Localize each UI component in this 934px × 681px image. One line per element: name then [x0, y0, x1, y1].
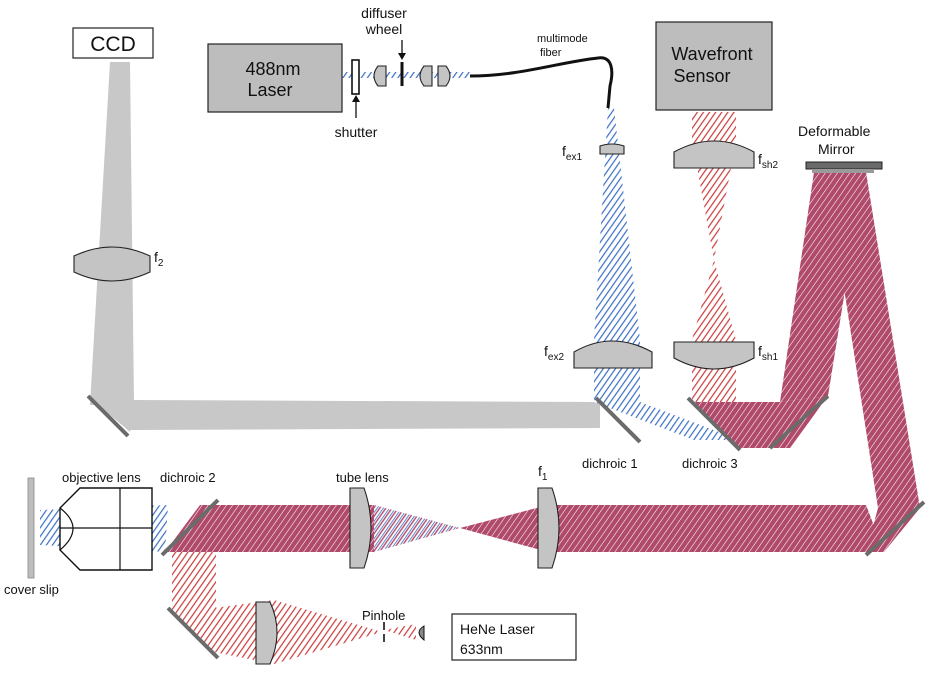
f2-label: f2 — [154, 249, 164, 269]
objective-lens-label: objective lens — [62, 470, 141, 485]
fsh1-label: fsh1 — [758, 343, 778, 363]
dichroic-2-label: dichroic 2 — [160, 470, 216, 485]
multimode-label-1: multimode — [537, 33, 588, 45]
lens-hene — [255, 601, 278, 665]
dichroic-3-mirror — [686, 396, 742, 452]
laser-488: 488nm Laser — [207, 43, 343, 113]
fex1-label: fex1 — [562, 143, 582, 163]
excitation-beam-blue — [340, 72, 740, 440]
cover-slip-label: cover slip — [4, 582, 59, 597]
laser-488-label-1: 488nm — [245, 59, 300, 79]
lens-f1 — [537, 487, 560, 569]
multimode-label-2: fiber — [540, 47, 562, 59]
fex2-label: fex2 — [544, 343, 564, 363]
dichroic-1-label: dichroic 1 — [582, 456, 638, 471]
diffuser-wheel — [398, 40, 406, 86]
pinhole — [383, 622, 425, 644]
fold-mirror-imaging — [86, 394, 130, 438]
lens-fex1 — [599, 143, 625, 155]
multimode-fiber — [469, 56, 614, 109]
fold-mirror-lower-right — [864, 500, 926, 557]
deformable-label-2: Mirror — [818, 141, 855, 157]
small-lenses-laser — [373, 65, 451, 87]
lens-fsh2 — [673, 140, 755, 169]
main-beam — [40, 505, 884, 552]
cover-slip — [27, 477, 35, 579]
hene-label-1: HeNe Laser — [460, 621, 535, 637]
dichroic-1-mirror — [594, 396, 642, 444]
fold-mirror-hene — [166, 606, 220, 660]
wavefront-label-2: Sensor — [673, 66, 730, 86]
fsh2-label: fsh2 — [758, 151, 778, 171]
dichroic-2-mirror — [160, 498, 220, 557]
lens-tube — [349, 487, 372, 569]
hene-laser: HeNe Laser 633nm — [451, 613, 577, 661]
fold-mirror-upper-right — [768, 394, 830, 450]
deformable-mirror — [805, 161, 883, 173]
shutter — [351, 59, 360, 118]
wavefront-sensor: Wavefront Sensor — [655, 21, 773, 111]
ccd-camera: CCD — [72, 27, 154, 59]
wavefront-label-1: Wavefront — [671, 44, 752, 64]
diffuser-label-1: diffuser — [361, 5, 407, 21]
f1-label: f1 — [538, 463, 548, 483]
pinhole-label: Pinhole — [362, 608, 405, 623]
shutter-label: shutter — [335, 124, 378, 140]
ccd-label: CCD — [90, 33, 136, 56]
hene-label-2: 633nm — [460, 641, 503, 657]
diffuser-label-2: wheel — [365, 21, 403, 37]
deformable-label-1: Deformable — [798, 123, 871, 139]
lens-f2 — [73, 246, 151, 282]
lens-fsh1 — [673, 341, 755, 370]
tube-lens-label: tube lens — [336, 470, 389, 485]
lens-fex2 — [573, 340, 653, 369]
objective-lens — [59, 487, 153, 571]
imaging-beam-gray — [90, 62, 600, 432]
dichroic-3-label: dichroic 3 — [682, 456, 738, 471]
laser-488-label-2: Laser — [247, 80, 292, 100]
